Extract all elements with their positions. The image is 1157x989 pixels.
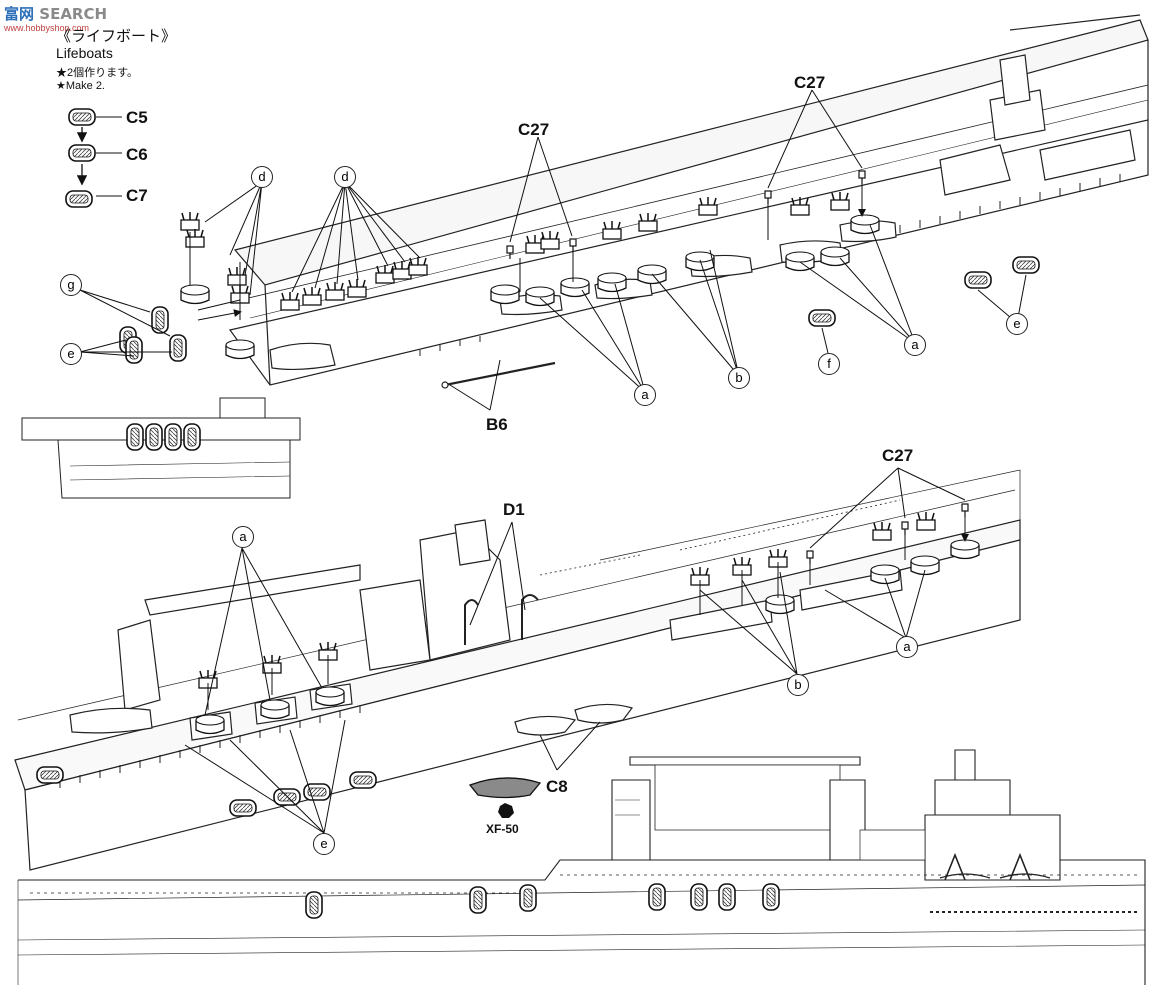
step-title-en: Lifeboats (56, 45, 113, 61)
watermark-logo: 富网 SEARCH (4, 3, 107, 24)
middle-view-parts (36, 503, 980, 818)
middle-ship-view (14, 469, 1021, 871)
watermark-word: SEARCH (39, 5, 108, 23)
callout-d-top-left: d (251, 166, 273, 188)
callout-a-top: a (634, 384, 656, 406)
callout-a-right: a (904, 334, 926, 356)
part-d1-label: D1 (503, 500, 525, 519)
callout-e-left: e (60, 343, 82, 365)
callout-e-right: e (1006, 313, 1028, 335)
step-note-jp: ★2個作ります。 (56, 67, 139, 79)
bottom-side-profile (17, 749, 1146, 985)
callout-g: g (60, 274, 82, 296)
callout-a-middle-left: a (232, 526, 254, 548)
part-c6-label: C6 (126, 145, 148, 164)
part-c7-label: C7 (126, 186, 148, 205)
part-c8-label: C8 (546, 777, 568, 796)
part-b6-label: B6 (486, 415, 508, 434)
part-c5-label: C5 (126, 108, 148, 127)
callout-e-middle: e (313, 833, 335, 855)
part-c27-label-mid: C27 (518, 120, 550, 139)
top-leader-lines (79, 89, 1027, 411)
callout-b-top: b (728, 367, 750, 389)
callout-f: f (818, 353, 840, 375)
watermark-brand: 富 (4, 5, 20, 23)
callout-d-top-mid: d (334, 166, 356, 188)
part-c27-label-lower: C27 (882, 446, 914, 465)
part-c27-label-top: C27 (794, 73, 826, 92)
watermark-brand2: 网 (19, 5, 35, 23)
callout-a-middle-right: a (896, 636, 918, 658)
inset-side-profile (21, 397, 301, 499)
callout-b-middle: b (787, 674, 809, 696)
paint-xf50-label: XF-50 (486, 822, 519, 836)
step-note-en: ★Make 2. (56, 80, 105, 92)
middle-leader-lines (184, 467, 965, 834)
top-ship-view (228, 14, 1149, 389)
step-title-jp: 《ライフボート》 (56, 28, 177, 45)
raft-parts-column (65, 108, 122, 208)
bottom-rafts (305, 883, 780, 919)
watermark-url: www.hobbyshop.com (4, 23, 90, 33)
